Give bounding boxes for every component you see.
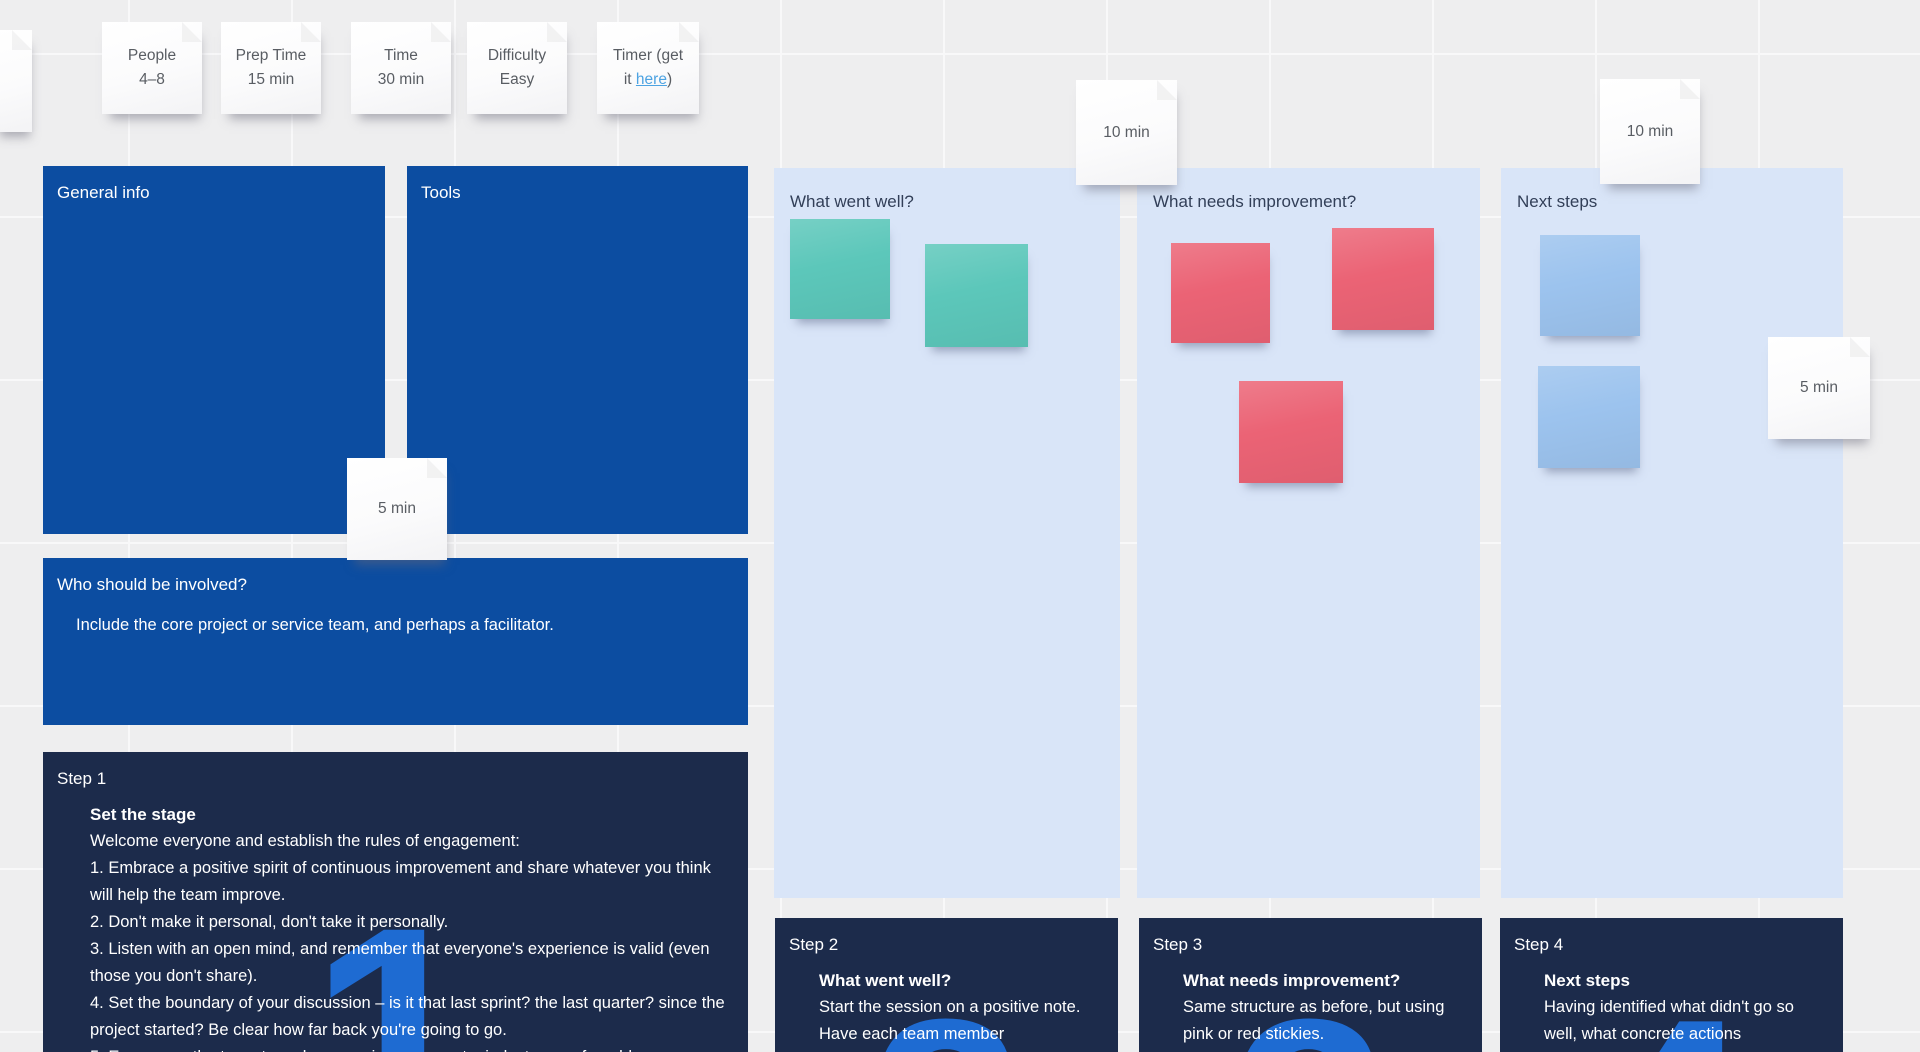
panel-title: Who should be involved?: [57, 575, 247, 594]
info-sticky-value: 15 min: [247, 71, 295, 88]
sticky-sheen: [1332, 228, 1434, 330]
info-sticky-difficulty[interactable]: Difficulty Easy: [467, 22, 567, 114]
panel-body-text: Include the core project or service team…: [76, 616, 554, 634]
sticky-sheen: [1540, 235, 1640, 336]
step-heading: What went well?: [819, 971, 952, 990]
info-sticky-value: 4–8: [139, 71, 165, 88]
info-sticky-label: Difficulty: [487, 47, 547, 64]
info-sticky-value: 30 min: [377, 71, 425, 88]
info-sticky-timer[interactable]: Timer (get it here): [597, 22, 699, 114]
step-label: Step 4: [1514, 935, 1564, 954]
info-sticky-value: it here): [623, 71, 673, 88]
sticky-sheen: [925, 244, 1028, 347]
info-sticky-label: Timer (get: [612, 47, 684, 64]
info-sticky-people[interactable]: People 4–8: [102, 22, 202, 114]
sticky-note-partial[interactable]: [0, 30, 32, 132]
panel-who-should-be-involved[interactable]: Who should be involved? Include the core…: [43, 558, 748, 725]
panel-step-1[interactable]: 1 Step 1 Set the stage Welcome everyone …: [43, 752, 748, 1052]
step-body: Having identified what didn't go so well…: [1544, 998, 1794, 1043]
panel-tools[interactable]: Tools: [407, 166, 748, 534]
column-title: What needs improvement?: [1153, 192, 1357, 211]
timer-link[interactable]: here: [635, 71, 667, 88]
time-sticky-5min-right[interactable]: 5 min: [1768, 337, 1870, 439]
step-body: Welcome everyone and establish the rules…: [90, 832, 725, 1052]
sticky-note-teal-2[interactable]: [925, 244, 1028, 347]
sticky-note-red-2[interactable]: [1332, 228, 1434, 330]
step-body: Start the session on a positive note. Ha…: [819, 998, 1081, 1043]
sticky-note-red-1[interactable]: [1171, 243, 1270, 343]
sticky-sheen: [1239, 381, 1343, 483]
panel-title: General info: [57, 183, 150, 202]
info-sticky-prep-time[interactable]: Prep Time 15 min: [221, 22, 321, 114]
time-sticky-10min-1[interactable]: 10 min: [1076, 80, 1177, 185]
info-sticky-label: Time: [384, 47, 418, 64]
sticky-sheen: [1171, 243, 1270, 343]
step-heading: Next steps: [1544, 971, 1630, 990]
step-heading: What needs improvement?: [1183, 971, 1401, 990]
step-heading: Set the stage: [90, 805, 196, 824]
sticky-note-blue-1[interactable]: [1540, 235, 1640, 336]
column-title: What went well?: [790, 192, 914, 211]
step-label: Step 3: [1153, 935, 1203, 954]
sticky-sheen: [1538, 366, 1640, 468]
panel-title: Tools: [421, 183, 461, 202]
time-sticky-label: 5 min: [378, 500, 416, 517]
info-sticky-label: People: [127, 47, 177, 64]
sticky-note-teal-1[interactable]: [790, 219, 890, 319]
panel-step-3[interactable]: 3 Step 3 What needs improvement? Same st…: [1139, 918, 1482, 1052]
panel-step-2[interactable]: 2 Step 2 What went well? Start the sessi…: [775, 918, 1118, 1052]
sticky-sheen: [790, 219, 890, 319]
time-sticky-label: 10 min: [1103, 123, 1150, 141]
step-body: Same structure as before, but using pink…: [1183, 998, 1445, 1043]
info-sticky-value: Easy: [499, 71, 535, 88]
info-sticky-label: Prep Time: [235, 47, 307, 64]
time-sticky-10min-2[interactable]: 10 min: [1600, 79, 1700, 184]
step-label: Step 2: [789, 935, 839, 954]
sticky-note-red-3[interactable]: [1239, 381, 1343, 483]
time-sticky-label: 5 min: [1800, 379, 1838, 396]
time-sticky-label: 10 min: [1626, 122, 1674, 140]
info-sticky-time[interactable]: Time 30 min: [351, 22, 451, 114]
panel-general-info[interactable]: General info: [43, 166, 385, 534]
column-title: Next steps: [1517, 192, 1598, 211]
time-sticky-5min-left[interactable]: 5 min: [347, 458, 447, 560]
sticky-note-blue-2[interactable]: [1538, 366, 1640, 468]
panel-step-4[interactable]: 4 Step 4 Next steps Having identified wh…: [1500, 918, 1843, 1052]
step-label: Step 1: [57, 769, 107, 788]
